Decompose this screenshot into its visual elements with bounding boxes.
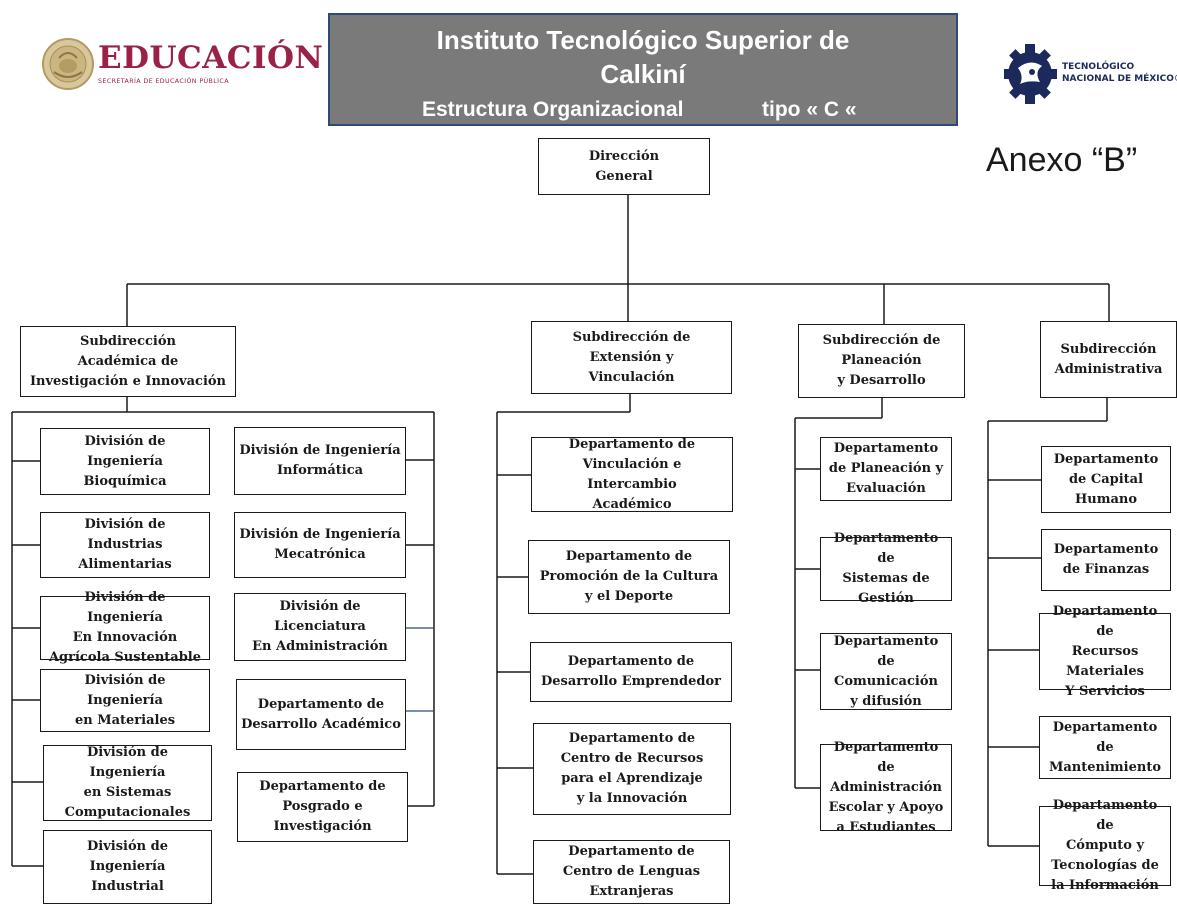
banner-title-line2: Calkiní: [600, 59, 686, 89]
annex-label: Anexo “B”: [986, 141, 1138, 179]
node-depto-desarrollo-academico: Departamento de Desarrollo Académico: [236, 679, 406, 750]
node-division-industrial: División de Ingeniería Industrial: [43, 830, 212, 904]
node-depto-capital-humano: Departamento de Capital Humano: [1041, 446, 1171, 513]
node-depto-computo: Departamento de Cómputo y Tecnologías de…: [1039, 798, 1171, 893]
tecnm-line2: NACIONAL DE MÉXICO®: [1062, 74, 1177, 84]
banner-type-label: tipo « C «: [762, 98, 857, 121]
node-depto-centro-lenguas: Departamento de Centro de Lenguas Extran…: [533, 840, 730, 904]
educacion-logo: EDUCACIÓN SECRETARÍA DE EDUCACIÓN PÚBLIC…: [40, 34, 323, 98]
seal-icon: [42, 38, 94, 90]
banner-structure-label: Estructura Organizacional: [422, 98, 684, 121]
node-depto-sistemas-gestion: Departamento de Sistemas de Gestión: [820, 531, 952, 606]
node-depto-posgrado: Departamento de Posgrado e Investigación: [237, 772, 408, 842]
node-division-innovacion-agricola: División de Ingeniería En Innovación Agr…: [40, 590, 210, 665]
title-banner: Instituto Tecnológico Superior de Calkin…: [328, 13, 958, 126]
node-division-alimentarias: División de Industrias Alimentarias: [40, 512, 210, 578]
node-depto-planeacion-evaluacion: Departamento de Planeación y Evaluación: [820, 437, 952, 501]
node-division-bioquimica: División de Ingeniería Bioquímica: [40, 428, 210, 495]
node-direccion-general: Dirección General: [538, 138, 710, 195]
node-division-administracion: División de Licenciatura En Administraci…: [234, 593, 406, 661]
educacion-subtitle: SECRETARÍA DE EDUCACIÓN PÚBLICA: [98, 78, 229, 85]
node-depto-desarrollo-emprendedor: Departamento de Desarrollo Emprendedor: [530, 642, 732, 702]
node-division-materiales: División de Ingeniería en Materiales: [40, 669, 210, 732]
node-division-mecatronica: División de Ingeniería Mecatrónica: [234, 512, 406, 578]
node-subdireccion-academica: Subdirección Académica de Investigación …: [20, 326, 236, 397]
gear-icon: [1004, 44, 1057, 104]
node-depto-vinculacion: Departamento de Vinculación e Intercambi…: [531, 437, 733, 512]
node-subdireccion-extension: Subdirección de Extensión y Vinculación: [531, 321, 732, 394]
node-subdireccion-planeacion: Subdirección de Planeación y Desarrollo: [798, 324, 965, 398]
tecnm-logo: TECNOLÓGICO NACIONAL DE MÉXICO®: [1004, 36, 1177, 116]
node-depto-mantenimiento: Departamento de Mantenimiento: [1039, 716, 1171, 779]
node-depto-recursos-materiales: Departamento de Recursos Materiales Y Se…: [1039, 604, 1171, 699]
node-division-informatica: División de Ingeniería Informática: [234, 427, 406, 495]
tecnm-line1: TECNOLÓGICO: [1062, 62, 1135, 72]
node-depto-finanzas: Departamento de Finanzas: [1041, 529, 1171, 591]
node-depto-administracion-escolar: Departamento de Administración Escolar y…: [820, 740, 952, 835]
node-division-sistemas-computacionales: División de Ingeniería en Sistemas Compu…: [43, 745, 212, 821]
node-subdireccion-administrativa: Subdirección Administrativa: [1040, 321, 1177, 398]
banner-title-line1: Instituto Tecnológico Superior de: [436, 25, 850, 55]
node-depto-promocion-cultura: Departamento de Promoción de la Cultura …: [528, 540, 730, 614]
educacion-title: EDUCACIÓN: [98, 40, 324, 76]
node-depto-centro-recursos: Departamento de Centro de Recursos para …: [533, 723, 731, 815]
node-depto-comunicacion: Departamento de Comunicación y difusión: [820, 633, 952, 710]
